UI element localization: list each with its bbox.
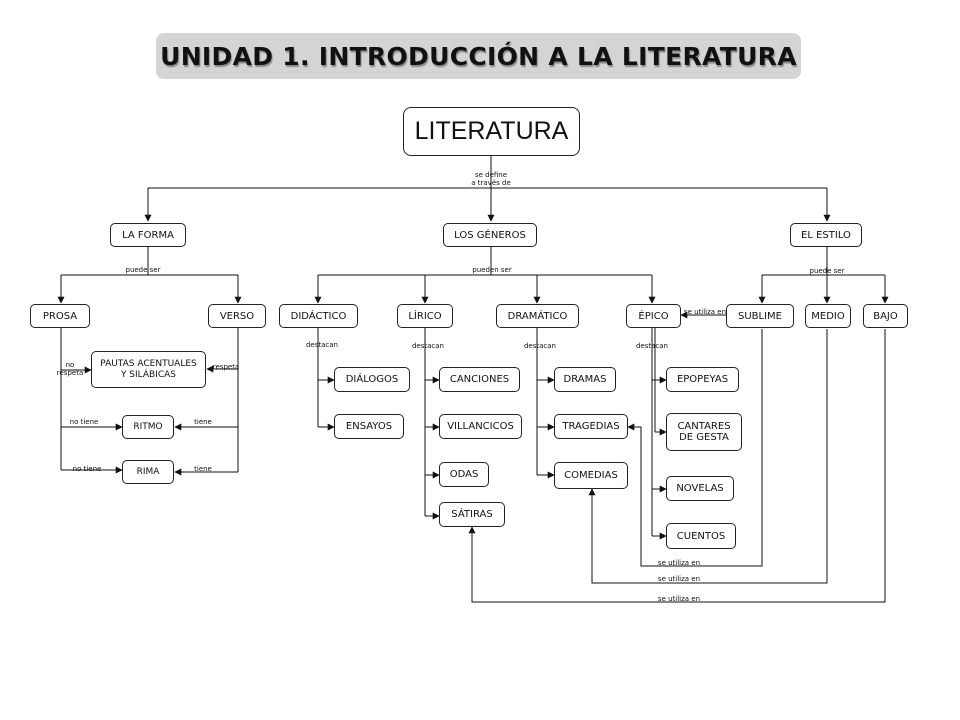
label-puede-ser-forma: puede ser: [125, 266, 161, 274]
node-dialogos: DIÁLOGOS: [334, 367, 410, 392]
node-canciones: CANCIONES: [439, 367, 520, 392]
node-los-generos: LOS GÉNEROS: [443, 223, 537, 247]
line-medio-comedias: [588, 329, 828, 584]
node-villancicos: VILLANCICOS: [439, 414, 522, 439]
node-verso: VERSO: [208, 304, 266, 328]
label-tiene-rima: tiene: [194, 465, 212, 473]
label-se-utiliza-sublime: se utiliza en: [657, 559, 701, 567]
node-el-estilo: EL ESTILO: [790, 223, 862, 247]
node-comedias: COMEDIAS: [554, 462, 628, 489]
node-satiras: SÁTIRAS: [439, 502, 505, 527]
page-title: UNIDAD 1. INTRODUCCIÓN A LA LITERATURA: [160, 41, 797, 71]
label-pueden-ser: pueden ser: [472, 266, 512, 274]
label-destacan-lirico: destacan: [411, 342, 444, 350]
line-sublime-tragedias: [627, 329, 763, 567]
node-lirico: LÍRICO: [397, 304, 453, 328]
label-se-utiliza-medio: se utiliza en: [657, 575, 701, 583]
node-sublime: SUBLIME: [726, 304, 794, 328]
label-no-tiene-rima: no tiene: [72, 465, 102, 473]
label-se-define: se define a través de: [471, 171, 511, 187]
label-destacan-dramatico: destacan: [523, 342, 556, 350]
line-bajo-satiras: [468, 329, 886, 603]
node-rima: RIMA: [122, 460, 174, 484]
node-ritmo: RITMO: [122, 415, 174, 439]
label-tiene-ritmo: tiene: [194, 418, 212, 426]
label-respeta: respeta: [212, 363, 240, 371]
node-la-forma: LA FORMA: [110, 223, 186, 247]
node-prosa: PROSA: [30, 304, 90, 328]
node-pautas: PAUTAS ACENTUALES Y SILÁBICAS: [91, 351, 206, 388]
node-medio: MEDIO: [805, 304, 851, 328]
node-didactico: DIDÁCTICO: [279, 304, 358, 328]
node-ensayos: ENSAYOS: [334, 414, 404, 439]
node-bajo: BAJO: [863, 304, 908, 328]
node-novelas: NOVELAS: [666, 476, 734, 501]
node-tragedias: TRAGEDIAS: [554, 414, 628, 439]
title-banner: UNIDAD 1. INTRODUCCIÓN A LA LITERATURA: [156, 33, 801, 79]
node-odas: ODAS: [439, 462, 489, 487]
node-dramatico: DRAMÁTICO: [496, 304, 579, 328]
label-se-utiliza-epico: se utiliza en: [683, 308, 727, 316]
node-epopeyas: EPOPEYAS: [666, 367, 739, 392]
label-no-respeta: no respeta: [56, 361, 84, 377]
node-cuentos: CUENTOS: [666, 523, 736, 549]
node-epico: ÉPICO: [626, 304, 681, 328]
label-destacan-epico: destacan: [635, 342, 668, 350]
label-se-utiliza-bajo: se utiliza en: [657, 595, 701, 603]
node-cantares-de-gesta: CANTARES DE GESTA: [666, 413, 742, 451]
node-dramas: DRAMAS: [554, 367, 616, 392]
label-puede-ser-estilo: puede ser: [809, 267, 845, 275]
label-no-tiene-ritmo: no tiene: [69, 418, 99, 426]
node-literatura: LITERATURA: [403, 107, 580, 156]
label-destacan-didactico: destacan: [305, 341, 338, 349]
